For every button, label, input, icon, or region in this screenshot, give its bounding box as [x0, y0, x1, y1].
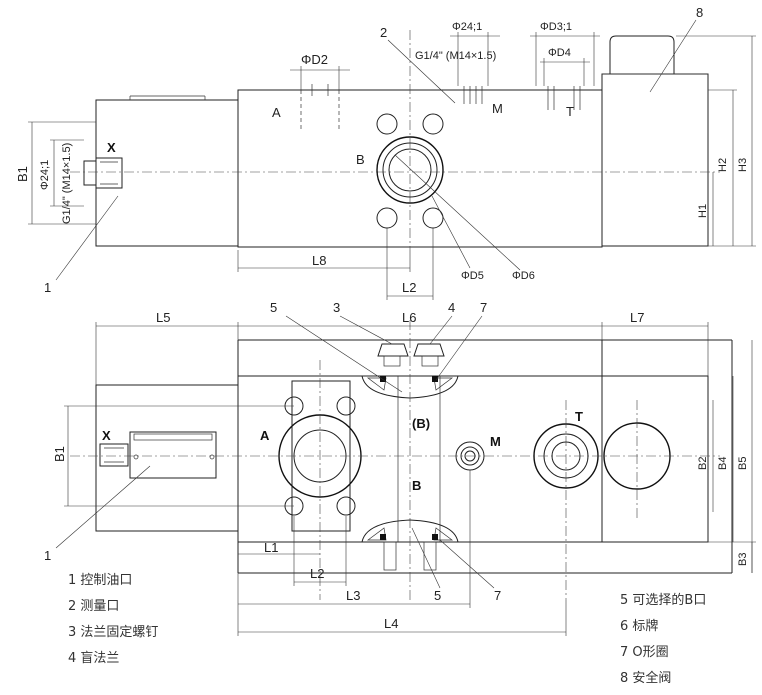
legend-item-3: 3 法兰固定螺钉 — [68, 625, 158, 640]
bot-port-t-label: T — [575, 409, 583, 424]
top-dim-h1: H1 — [697, 204, 709, 218]
bot-dim-l2: L2 — [310, 566, 324, 581]
legend-item-5: 5 可选择的B口 — [620, 592, 706, 608]
top-dim-d3: ΦD3;1 — [540, 21, 572, 33]
legend-item-1: 1 控制油口 — [68, 573, 132, 588]
legend-item-2: 2 测量口 — [68, 599, 119, 614]
top-callout-2: 2 — [380, 25, 387, 40]
bot-dim-l5: L5 — [156, 310, 170, 325]
top-view — [28, 19, 756, 300]
bot-dim-l4: L4 — [384, 616, 398, 631]
bot-callout-1: 1 — [44, 548, 51, 563]
bot-port-x-label: X — [102, 428, 111, 443]
top-dim-d24: Φ24;1 — [452, 21, 482, 33]
legend-item-4: 4 盲法兰 — [68, 650, 119, 666]
top-x-thread: G1/4" (M14×1.5) — [61, 143, 73, 224]
top-dim-d4: ΦD4 — [548, 47, 571, 59]
top-dim-h2: H2 — [717, 158, 729, 172]
bot-dim-l7: L7 — [630, 310, 644, 325]
top-port-t-label: T — [566, 104, 574, 119]
bot-dim-b2: B2 — [697, 457, 709, 470]
top-port-a-label: A — [272, 105, 281, 120]
bot-callout-4: 4 — [448, 300, 455, 315]
bot-port-b-label: B — [412, 478, 421, 493]
bottom-view — [55, 315, 756, 636]
bot-callout-7-top: 7 — [480, 300, 487, 315]
top-dim-d5: ΦD5 — [461, 270, 484, 282]
legend-right: 5 可选择的B口 6 标牌 7 O形圈 8 安全阀 — [620, 592, 706, 686]
bot-dim-b3: B3 — [737, 553, 749, 566]
bot-port-b-opt-label: (B) — [412, 416, 430, 431]
bot-dim-l3: L3 — [346, 588, 360, 603]
bot-callout-5-bot: 5 — [434, 588, 441, 603]
port-b-outer — [376, 136, 444, 204]
bot-dim-l1: L1 — [264, 540, 278, 555]
bot-dim-b4: B4 — [717, 457, 729, 470]
legend-left: 1 控制油口 2 测量口 3 法兰固定螺钉 4 盲法兰 — [68, 573, 158, 666]
bot-callout-5-top: 5 — [270, 300, 277, 315]
top-dim-b1: B1 — [15, 166, 30, 182]
bot-dim-l6: L6 — [402, 310, 416, 325]
bot-dim-b1: B1 — [52, 446, 67, 462]
legend-item-7: 7 O形圈 — [620, 645, 669, 660]
top-thread-m: G1/4" (M14×1.5) — [415, 50, 496, 62]
bot-port-a-label: A — [260, 428, 270, 443]
top-port-m-label: M — [492, 101, 503, 116]
top-dim-h3: H3 — [737, 158, 749, 172]
bot-callout-7-bot: 7 — [494, 588, 501, 603]
bot-callout-3: 3 — [333, 300, 340, 315]
valve-block — [237, 89, 603, 248]
top-x-d24: Φ24;1 — [39, 160, 51, 190]
control-cylinder — [95, 99, 239, 247]
control-cylinder-side — [95, 384, 239, 532]
legend-item-8: 8 安全阀 — [620, 670, 671, 686]
top-port-b-label: B — [356, 152, 365, 167]
safety-valve-body — [601, 73, 709, 247]
legend-item-6: 6 标牌 — [620, 618, 658, 634]
top-dim-l8: L8 — [312, 253, 326, 268]
top-callout-8: 8 — [696, 5, 703, 20]
valve-block-side — [237, 375, 603, 543]
top-dim-d2: ΦD2 — [301, 52, 328, 67]
top-dim-l2: L2 — [402, 280, 416, 295]
top-dim-d6: ΦD6 — [512, 270, 535, 282]
bot-port-m-label: M — [490, 434, 501, 449]
top-callout-1: 1 — [44, 280, 51, 295]
top-port-x-label: X — [107, 140, 116, 155]
bot-dim-b5: B5 — [737, 457, 749, 470]
